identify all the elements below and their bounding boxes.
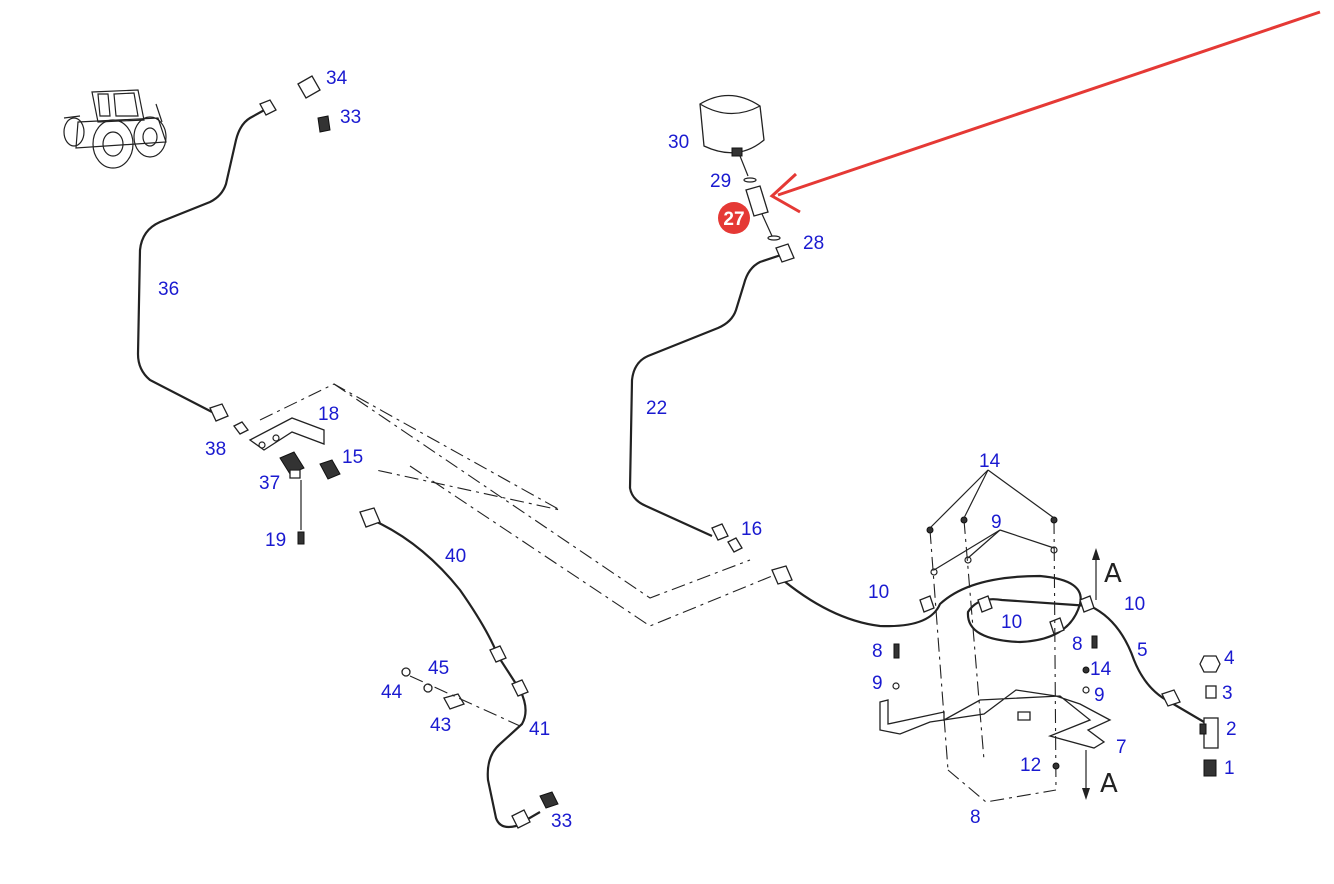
callout-28: 28 [803, 233, 824, 254]
callout-30: 30 [668, 132, 689, 153]
callout-15: 15 [342, 447, 363, 468]
bracket-18 [248, 417, 341, 545]
callout-16: 16 [741, 519, 762, 540]
callout-9: 9 [991, 512, 1002, 533]
callout-10-center: 10 [1001, 612, 1022, 633]
callout-3: 3 [1222, 683, 1233, 704]
hose-5 [771, 565, 1205, 723]
pipe-40-41 [359, 507, 559, 829]
routing-lines [259, 383, 773, 627]
pipe-22 [628, 243, 795, 553]
callout-8-left: 8 [872, 641, 883, 662]
callout-36: 36 [158, 279, 179, 300]
callout-4: 4 [1224, 648, 1235, 669]
callout-44: 44 [381, 682, 403, 703]
callout-27: 27 [723, 209, 744, 230]
fitting-43-44-45 [401, 667, 521, 727]
callout-34: 34 [326, 68, 348, 89]
callout-33-bottom: 33 [551, 811, 572, 832]
callout-9-left: 9 [872, 673, 883, 694]
callout-12: 12 [1020, 755, 1041, 776]
callout-29: 29 [710, 171, 731, 192]
callout-18: 18 [318, 404, 339, 425]
callout-38: 38 [205, 439, 226, 460]
section-label-bottom: A [1100, 769, 1118, 799]
callout-7: 7 [1116, 737, 1127, 758]
callout-19: 19 [265, 530, 286, 551]
callout-8-right: 8 [1072, 634, 1083, 655]
callout-43: 43 [430, 715, 451, 736]
callout-37: 37 [259, 473, 280, 494]
callout-2: 2 [1226, 719, 1237, 740]
tee-fitting [1199, 655, 1221, 777]
callout-14-right: 14 [1090, 659, 1112, 680]
tractor-icon [63, 89, 167, 169]
callout-40: 40 [445, 546, 466, 567]
section-label-top: A [1104, 559, 1122, 589]
section-marker: A A [1082, 548, 1122, 800]
callout-labels: 34 33 36 38 18 37 15 19 40 45 44 43 41 3… [158, 68, 1237, 832]
callout-1: 1 [1224, 758, 1235, 779]
callout-9-right: 9 [1094, 685, 1105, 706]
callout-10-right: 10 [1124, 594, 1145, 615]
accumulator-30 [699, 94, 781, 241]
callout-8-bottom: 8 [970, 807, 981, 828]
pipe-36 [136, 75, 331, 435]
callout-22: 22 [646, 398, 667, 419]
callout-14: 14 [979, 451, 1001, 472]
callout-5: 5 [1137, 640, 1148, 661]
hardware [892, 469, 1098, 770]
callout-10-left: 10 [868, 582, 889, 603]
highlight-badge-27: 27 [718, 202, 750, 234]
callout-41: 41 [529, 719, 550, 740]
highlight-arrow [769, 10, 1321, 214]
bracket-7 [879, 519, 1112, 803]
callout-45: 45 [428, 658, 449, 679]
callout-33: 33 [340, 107, 361, 128]
